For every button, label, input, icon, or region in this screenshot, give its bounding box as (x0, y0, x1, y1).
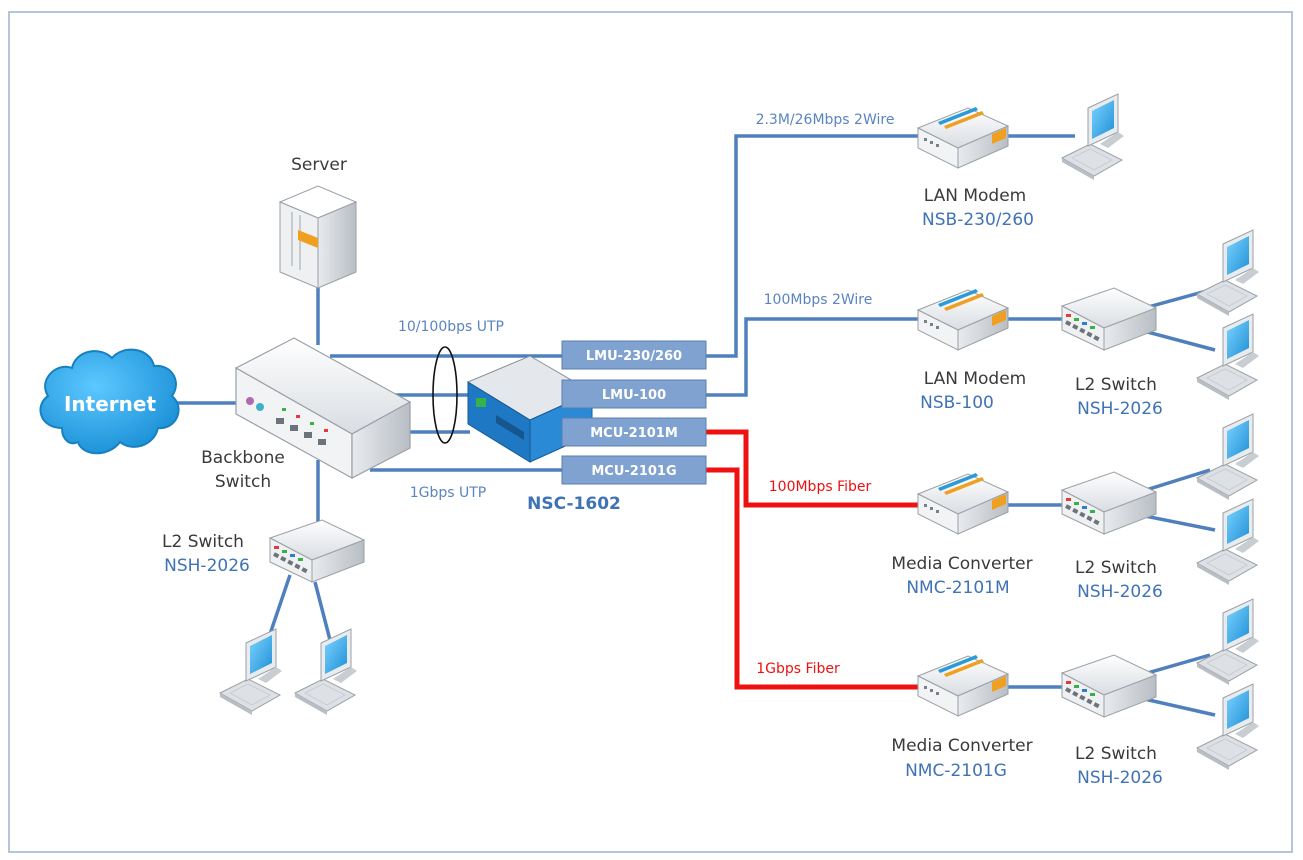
branch-4-switch-label: L2 Switch (1075, 744, 1157, 764)
backbone-switch-icon (234, 337, 412, 480)
branch-3-switch-label: L2 Switch (1075, 558, 1157, 578)
server-label: Server (291, 155, 347, 175)
branch-4-device-label: Media Converter (891, 736, 1032, 756)
branch-4-device-model: NMC-2101G (905, 761, 1007, 781)
branch-1-link-label: 2.3M/26Mbps 2Wire (756, 112, 895, 128)
line-card-lmu-100: LMU-100 (561, 379, 707, 409)
line-card-lmu-100-label: LMU-100 (602, 388, 666, 403)
branch-4-link-label: 1Gbps Fiber (756, 661, 840, 677)
line-card-mcu-2101m: MCU-2101M (561, 417, 707, 447)
line-card-mcu-2101m-label: MCU-2101M (590, 426, 678, 441)
branch-3-device-model: NMC-2101M (906, 578, 1009, 598)
line-card-lmu-230-260-label: LMU-230/260 (586, 349, 682, 364)
branch-2-switch-label: L2 Switch (1075, 375, 1157, 395)
server-icon (278, 185, 358, 289)
backbone-switch-label-line2: Switch (215, 472, 271, 492)
line-card-mcu-2101g: MCU-2101G (561, 455, 707, 485)
left-l2-switch-model: NSH-2026 (164, 556, 250, 576)
left-l2-switch-label: L2 Switch (162, 532, 244, 552)
branch-2-device-model: NSB-100 (920, 393, 994, 413)
branch-3-device-label: Media Converter (891, 554, 1032, 574)
branch-3-link-label: 100Mbps Fiber (769, 479, 872, 495)
uplink-bundle-ellipse (432, 346, 458, 444)
uplink-top-label: 10/100bps UTP (398, 319, 504, 335)
line-card-lmu-230-260: LMU-230/260 (561, 340, 707, 370)
branch-2-link-label: 100Mbps 2Wire (764, 292, 873, 308)
nsc-model-label: NSC-1602 (527, 494, 621, 514)
backbone-switch-label-line1: Backbone (201, 448, 285, 468)
branch-4-switch-model: NSH-2026 (1077, 768, 1163, 788)
fiber-links (706, 429, 920, 690)
uplink-bottom-label: 1Gbps UTP (410, 485, 487, 501)
internet-cloud-icon (39, 348, 180, 455)
branch-1-device-label: LAN Modem (924, 186, 1027, 206)
internet-label: Internet (64, 392, 156, 416)
branch-2-switch-model: NSH-2026 (1077, 399, 1163, 419)
branch-2-device-label: LAN Modem (924, 369, 1027, 389)
branch-3-switch-model: NSH-2026 (1077, 582, 1163, 602)
branch-1-device-model: NSB-230/260 (922, 210, 1034, 230)
line-card-mcu-2101g-label: MCU-2101G (591, 464, 676, 479)
